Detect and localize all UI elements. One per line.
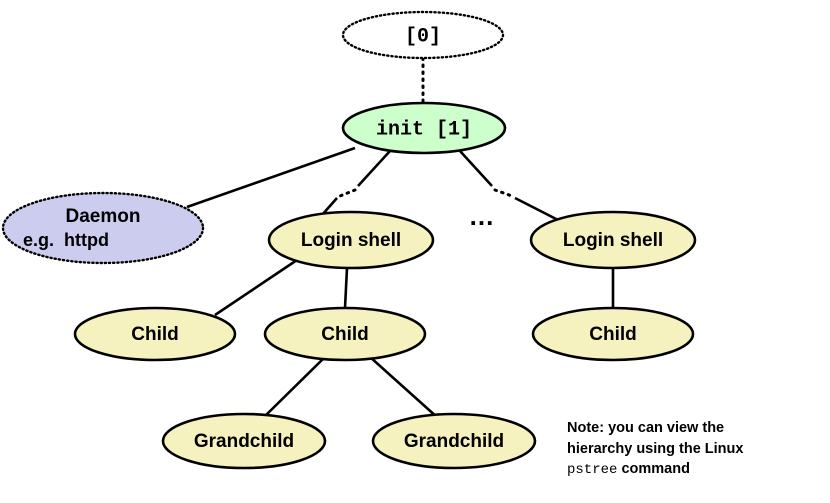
- edge-login-shell-left-to-child-middle: [343, 267, 349, 309]
- edge-init-to-login-shell-right-upper: [459, 150, 493, 187]
- note-line-2: hierarchy using the Linux: [567, 440, 744, 457]
- node-daemon-label-line2: e.g. httpd: [23, 230, 109, 250]
- node-grandchild-right-label: Grandchild: [404, 431, 504, 452]
- edge-init-to-login-shell-left-upper: [357, 150, 391, 187]
- node-login-shell-right[interactable]: Login shell: [529, 210, 697, 270]
- node-child-middle[interactable]: Child: [263, 306, 427, 362]
- node-child-right[interactable]: Child: [531, 306, 695, 362]
- node-init[interactable]: init [1]: [341, 101, 507, 155]
- node-daemon-eg-prefix: e.g.: [23, 230, 54, 250]
- node-grandchild-left-label: Grandchild: [194, 431, 294, 452]
- node-login-shell-right-label: Login shell: [563, 230, 663, 251]
- edge-login-shell-left-to-child-left: [214, 256, 301, 317]
- node-grandchild-left[interactable]: Grandchild: [161, 412, 327, 470]
- node-login-shell-left-ellipse: [267, 210, 435, 270]
- edge-child-middle-to-grandchild-left: [262, 356, 326, 419]
- node-child-left[interactable]: Child: [73, 306, 237, 362]
- node-child-right-label: Child: [589, 324, 637, 345]
- node-init-ellipse: [341, 101, 507, 155]
- node-root[interactable]: [0]: [341, 10, 505, 60]
- node-daemon[interactable]: Daemon e.g. httpd: [1, 191, 205, 265]
- node-login-shell-left-label: Login shell: [301, 230, 401, 251]
- note-command-suffix: command: [621, 461, 690, 478]
- node-child-middle-ellipse: [263, 306, 427, 362]
- node-grandchild-right-ellipse: [371, 412, 537, 470]
- edge-init-to-login-shell-left-gap: [338, 188, 357, 198]
- note-line-1: Note: you can view the: [567, 420, 725, 436]
- node-root-ellipse: [341, 10, 505, 60]
- node-init-label: init [1]: [376, 118, 472, 141]
- node-child-middle-label: Child: [321, 324, 369, 345]
- node-daemon-label-line1: Daemon: [66, 206, 141, 227]
- node-grandchild-left-ellipse: [161, 412, 327, 470]
- node-daemon-ellipse: [1, 191, 205, 265]
- note-text-block: Note: you can view the hierarchy using t…: [567, 418, 825, 481]
- node-grandchild-right[interactable]: Grandchild: [371, 412, 537, 470]
- note-pstree-command: pstree: [567, 462, 618, 479]
- node-login-shell-left[interactable]: Login shell: [267, 210, 435, 270]
- edge-init-to-daemon: [186, 146, 356, 209]
- ellipsis-more-login-shells: ...: [470, 201, 495, 231]
- edge-init-to-login-shell-right-gap: [493, 188, 514, 198]
- node-child-left-ellipse: [73, 306, 237, 362]
- edge-init-to-login-shell-right-lower: [514, 196, 563, 224]
- note-line-3: pstree command: [567, 459, 825, 481]
- edge-child-middle-to-grandchild-right: [369, 356, 439, 419]
- node-root-label: [0]: [405, 25, 441, 48]
- node-login-shell-right-ellipse: [529, 210, 697, 270]
- node-child-right-ellipse: [531, 306, 695, 362]
- node-daemon-httpd-mono: httpd: [64, 230, 109, 250]
- node-child-left-label: Child: [131, 324, 179, 345]
